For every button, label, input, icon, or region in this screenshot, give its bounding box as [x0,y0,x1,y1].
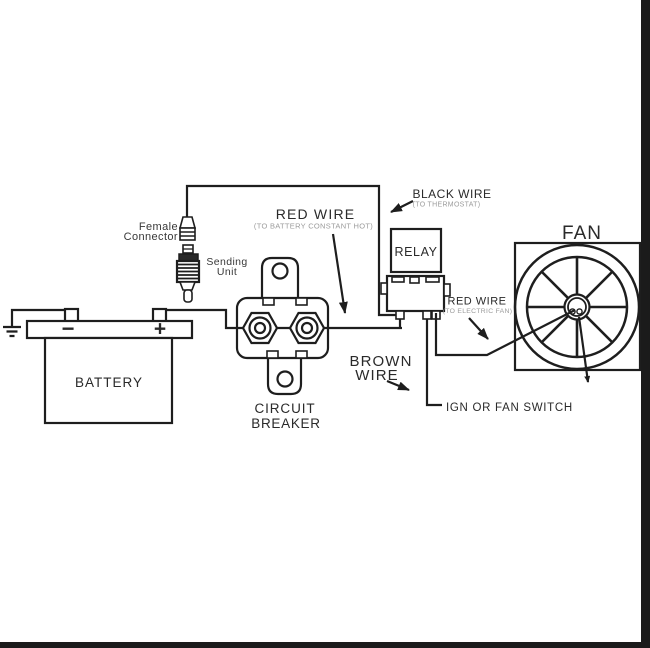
fan-label: FAN [562,223,602,244]
red-wire-battery-leader-arrow [331,233,348,314]
circuit-breaker-terminal [262,297,275,306]
wire-battery-positive [166,308,228,329]
relay-pin [422,310,432,320]
circuit-breaker-mount-hole-top [271,262,289,280]
female-connector-label-line1: Female [139,221,178,233]
battery-top-bar [25,319,194,340]
fan-spokes [527,257,627,357]
female-connector: Female Connector [124,216,197,243]
battery-body [43,336,174,425]
relay-box [389,227,443,274]
fan-ring-inner [525,255,629,359]
relay-label: RELAY [394,245,437,259]
relay-socket-slot [409,276,420,284]
sending-unit-taper [178,281,197,291]
wire-fan-hub-lead [577,316,591,383]
black-wire-detail: (TO THERMOSTAT) [413,202,481,209]
label-brown-wire: BROWN WIRE [350,353,413,392]
circuit-breaker-label-line2: BREAKER [251,416,320,431]
red-wire-battery-detail: (TO BATTERY CONSTANT HOT) [254,222,373,231]
female-connector-label-line2: Connector [124,231,178,243]
circuit-breaker-label-line1: CIRCUIT [254,401,315,416]
sending-unit-knurl [178,263,198,280]
photo-border-bottom [0,642,650,648]
ground-symbol [3,325,21,338]
wire-brown [425,313,442,407]
circuit-breaker-terminal [266,350,279,359]
circuit-breaker-terminal [295,350,308,359]
red-wire-fan-detail: (TO ELECTRIC FAN) [443,308,513,315]
photo-border-right [641,0,650,648]
battery-label: BATTERY [75,375,143,390]
black-wire-leader-arrow [390,200,414,213]
ign-or-fan-switch-label: IGN OR FAN SWITCH [446,402,573,414]
battery-positive-sign: + [154,318,166,341]
red-wire-battery-name: RED WIRE [276,206,356,222]
relay-socket-notch-right [443,283,451,297]
brown-wire-name-line1: BROWN [350,353,413,370]
sending-unit-label-line1: Sending [206,256,247,268]
brown-wire-name-line2: WIRE [355,367,399,384]
relay-pin [395,310,405,320]
sending-unit: Sending Unit [175,244,247,303]
battery-negative-sign: − [62,316,75,341]
relay: RELAY [380,227,451,320]
label-red-wire-fan: RED WIRE (TO ELECTRIC FAN) [443,296,513,340]
label-red-wire-battery: RED WIRE (TO BATTERY CONSTANT HOT) [254,206,373,314]
circuit-breaker-terminal [295,297,308,306]
fan-ring-outer [513,243,641,371]
relay-socket-notch-left [380,282,388,295]
circuit-breaker-mount-hole-bottom [276,370,294,388]
sending-unit-tip [183,289,193,303]
female-connector-plug-body [179,227,196,241]
label-black-wire: BLACK WIRE (TO THERMOSTAT) [390,187,491,213]
relay-socket-slot [425,276,440,283]
black-wire-name: BLACK WIRE [412,187,491,201]
red-wire-fan-name: RED WIRE [448,296,507,308]
brown-wire-leader-arrow [386,379,410,392]
relay-socket-slot [391,276,405,283]
female-connector-plug-top [178,216,197,229]
fan: FAN [513,223,642,372]
red-wire-fan-leader-arrow [468,317,489,340]
battery: − + BATTERY [25,307,194,425]
female-connector-stripes [180,231,195,237]
fan-hub-bolt [576,308,583,315]
wire-red-to-fan [434,309,576,357]
sending-unit-label-line2: Unit [217,266,237,278]
circuit-breaker: CIRCUIT BREAKER [225,256,402,431]
wire-ground [3,308,67,338]
